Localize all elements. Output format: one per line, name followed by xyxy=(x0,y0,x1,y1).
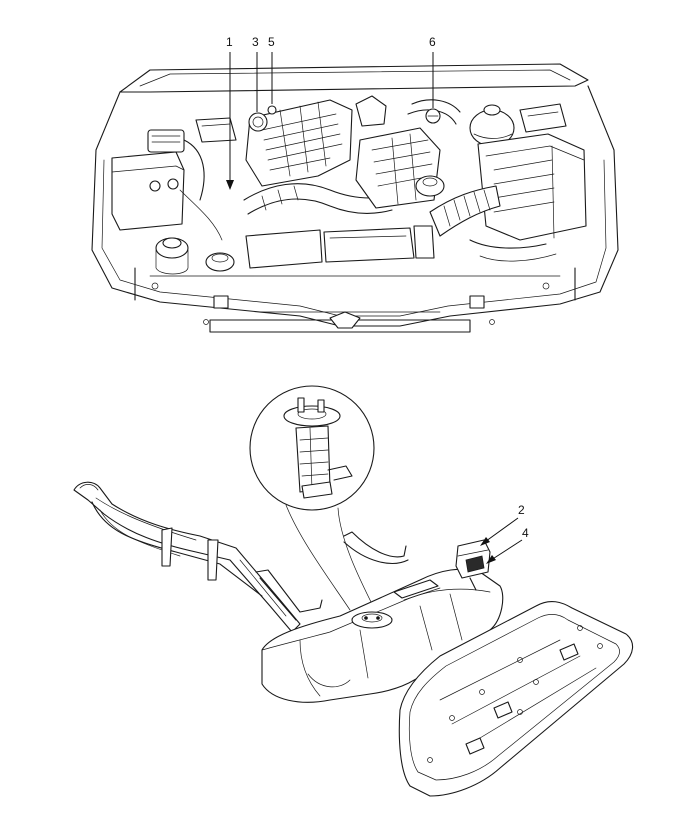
callout-2: 2 xyxy=(480,503,525,546)
callout-label-6: 6 xyxy=(429,35,436,49)
callout-label-2: 2 xyxy=(518,503,525,517)
callout-6: 6 xyxy=(429,35,436,108)
callout-4: 4 xyxy=(486,526,529,564)
callout-5: 5 xyxy=(268,35,275,104)
callout-label-1: 1 xyxy=(226,35,233,49)
callout-1: 1 xyxy=(226,35,234,190)
vapor-canister xyxy=(455,539,491,591)
engine-compartment-illustration xyxy=(91,63,619,333)
callout-label-5: 5 xyxy=(268,35,275,49)
callout-arrowhead-4 xyxy=(486,555,496,564)
callout-label-4: 4 xyxy=(522,526,529,540)
filler-neck xyxy=(73,481,301,633)
fuel-system-illustration xyxy=(73,385,634,797)
tank-straps xyxy=(255,531,409,621)
tank-protector-plate xyxy=(398,600,634,797)
fuel-pump-module xyxy=(283,397,353,499)
callout-arrowhead-2 xyxy=(480,537,490,546)
fuel-tank xyxy=(261,568,504,703)
callout-3: 3 xyxy=(252,35,259,112)
callout-arrowhead-1 xyxy=(226,180,234,190)
callout-label-3: 3 xyxy=(252,35,259,49)
